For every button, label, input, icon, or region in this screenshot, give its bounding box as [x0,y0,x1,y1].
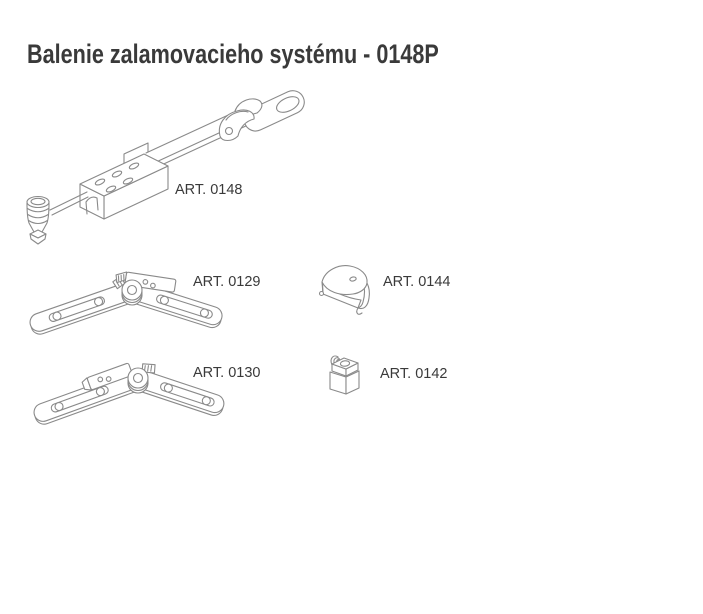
ribbed-knob [26,195,50,245]
part-label-0129: ART. 0129 [193,274,261,290]
locking-block-drawing [329,355,360,395]
folding-hinge-drawing [33,362,225,425]
figure-art-0130 [14,350,229,433]
push-rod [49,191,89,216]
figure-art-0142 [325,352,367,405]
figure-art-0144 [312,262,392,342]
figure-art-0129 [14,258,229,348]
folding-hinge-drawing [29,271,223,335]
right-arm [130,363,225,416]
part-label-0130: ART. 0130 [193,365,261,381]
pivot-knuckle [127,367,149,394]
part-label-0142: ART. 0142 [380,366,448,382]
left-arm [33,362,143,425]
figure-art-0148 [14,86,306,253]
part-label-0148: ART. 0148 [175,182,243,198]
telescopic-stay-arm-drawing [26,90,305,245]
part-label-0144: ART. 0144 [383,274,451,290]
hinge-bracket [218,98,263,142]
page-title: Balenie zalamovacieho systému - 0148P [27,39,439,69]
pivot-knuckle [121,279,143,306]
body-block [79,142,169,220]
rivet-plate [115,271,177,293]
left-arm [29,274,137,335]
cover-cap-drawing [318,265,370,315]
